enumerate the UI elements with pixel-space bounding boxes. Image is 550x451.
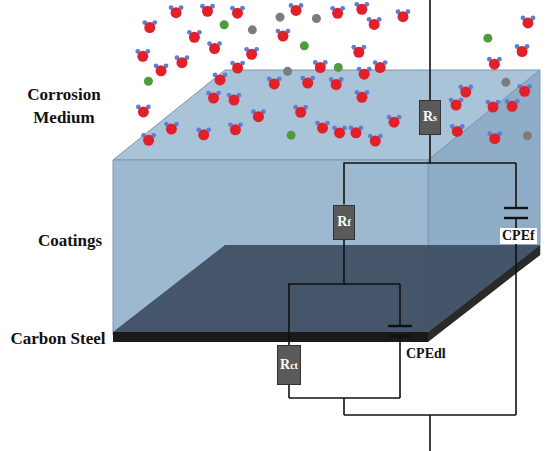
molecule-atom xyxy=(375,62,386,73)
molecule-atom xyxy=(353,47,364,58)
molecule-atom xyxy=(312,14,321,23)
molecule-atom xyxy=(356,4,367,15)
molecule-atom xyxy=(291,5,302,16)
molecule-atom xyxy=(232,63,243,74)
molecule-atom xyxy=(208,93,219,104)
molecule-atom xyxy=(489,133,500,144)
molecule-atom xyxy=(209,43,220,54)
molecule-atom xyxy=(523,131,532,140)
resistor-label: Rct xyxy=(280,358,298,372)
steel-interface xyxy=(113,245,540,332)
cpe-label: CPEdl xyxy=(404,346,448,362)
circuit-wire xyxy=(344,135,430,205)
coating-label: Coatings xyxy=(30,230,110,253)
molecule-atom xyxy=(302,78,313,89)
molecule-atom xyxy=(171,7,182,18)
molecule-atom xyxy=(370,136,381,147)
steel-side xyxy=(428,245,540,342)
molecule-atom xyxy=(283,67,292,76)
molecule-atom xyxy=(334,127,345,138)
molecules xyxy=(135,2,535,147)
molecule-atom xyxy=(334,63,343,72)
molecule-atom xyxy=(519,86,530,97)
circuit-wires xyxy=(289,0,516,451)
molecule-atom xyxy=(269,78,280,89)
molecule-atom xyxy=(350,127,361,138)
molecule-atom xyxy=(359,69,370,80)
molecule-atom xyxy=(389,117,400,128)
molecule-atom xyxy=(215,74,226,85)
molecule-atom xyxy=(166,124,177,135)
molecule-atom xyxy=(220,20,229,29)
resistor-label: Rf xyxy=(337,215,350,229)
resistor-box: Rct xyxy=(277,345,301,385)
molecule-atom xyxy=(277,31,288,42)
molecule-atom xyxy=(315,62,326,73)
molecule-atom xyxy=(397,11,408,22)
molecule-atom xyxy=(202,6,213,17)
molecule-atom xyxy=(517,46,528,57)
molecule-atom xyxy=(137,51,148,62)
molecule-atom xyxy=(507,101,518,112)
molecule-atom xyxy=(143,135,154,146)
molecule-atom xyxy=(287,131,296,140)
resistor-label: Rs xyxy=(423,110,437,124)
medium-label: Corrosion Medium xyxy=(12,84,116,130)
molecule-atom xyxy=(144,22,155,33)
molecule-atom xyxy=(300,41,309,50)
molecule-atom xyxy=(230,124,241,135)
steel-label: Carbon Steel xyxy=(4,328,112,351)
molecule-atom xyxy=(317,123,328,134)
resistor-box: Rf xyxy=(333,205,355,240)
molecule-atom xyxy=(501,78,510,87)
molecule-atom xyxy=(295,107,306,118)
molecule-atom xyxy=(356,92,367,103)
molecule-atom xyxy=(483,34,492,43)
molecule-atom xyxy=(198,129,209,140)
circuit-wire xyxy=(289,240,344,346)
resistor-box: Rs xyxy=(419,100,441,135)
molecule-atom xyxy=(369,19,380,30)
molecule-atom xyxy=(522,17,533,28)
molecule-atom xyxy=(176,57,187,68)
molecule-atom xyxy=(332,8,343,19)
molecule-atom xyxy=(248,25,257,34)
molecule-atom xyxy=(229,95,240,106)
molecule-atom xyxy=(246,49,257,60)
molecule-atom xyxy=(487,102,498,113)
molecule-atom xyxy=(460,86,471,97)
steel-front xyxy=(113,332,428,342)
molecule-atom xyxy=(253,111,264,122)
molecule-atom xyxy=(331,79,342,90)
molecule-atom xyxy=(489,59,500,70)
molecule-atom xyxy=(451,100,462,111)
molecule-atom xyxy=(156,65,167,76)
molecule-atom xyxy=(452,126,463,137)
molecule-atom xyxy=(144,77,153,86)
molecule-atom xyxy=(276,13,285,22)
molecule-atom xyxy=(138,106,149,117)
molecule-atom xyxy=(232,8,243,19)
cpe-label: CPEf xyxy=(500,228,537,244)
molecule-atom xyxy=(189,32,200,43)
